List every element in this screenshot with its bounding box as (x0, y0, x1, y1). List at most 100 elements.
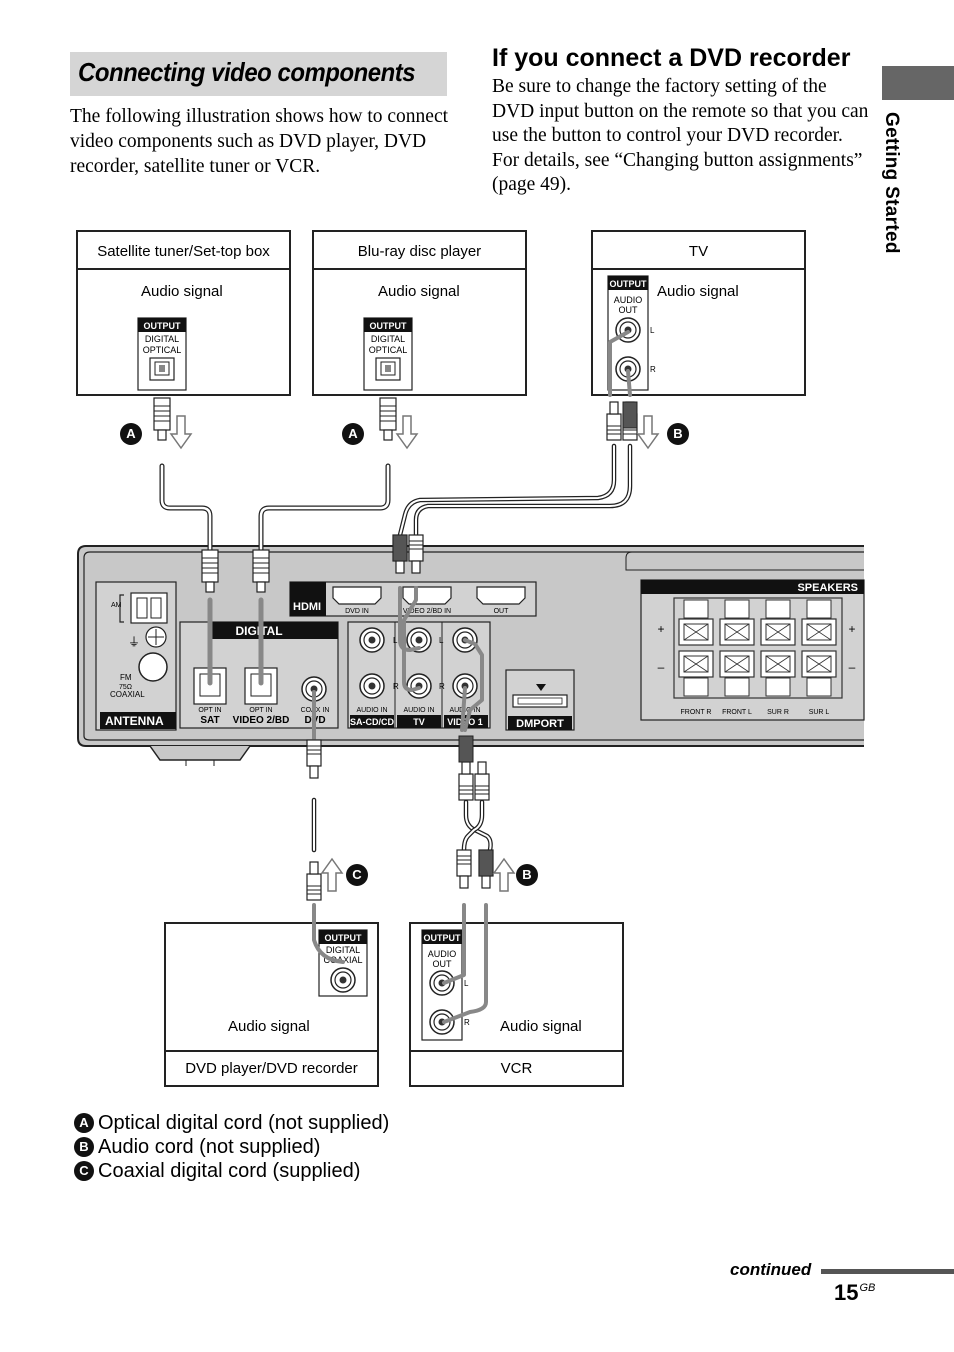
divider (166, 1050, 377, 1052)
sacd-input-label: SA-CD/CD (350, 717, 394, 727)
tv-audio-output: OUTPUT AUDIO OUT L R (607, 275, 656, 391)
legend-text: Coaxial digital cord (supplied) (98, 1160, 361, 1182)
cable-marker-a: A (342, 423, 364, 445)
tv-input-label: TV (413, 717, 425, 727)
divider (411, 1050, 622, 1052)
signal-label: Audio signal (228, 1018, 310, 1035)
svg-text:AUDIO: AUDIO (614, 295, 643, 305)
dvd-recorder-note: Be sure to change the factory setting of… (492, 76, 869, 195)
front-r-label: FRONT R (681, 709, 712, 716)
cable-marker-b: B (667, 423, 689, 445)
right-channel-label: R (439, 682, 445, 691)
signal-label: Audio signal (378, 283, 460, 300)
hdmi-label: HDMI (293, 601, 321, 613)
dmport-label: DMPORT (516, 718, 564, 730)
right-channel-label: R (393, 682, 399, 691)
front-l-label: FRONT L (722, 709, 752, 716)
plus-label: + (848, 622, 855, 636)
bluray-optical-output: OUTPUT DIGITAL OPTICAL (363, 317, 413, 391)
video2bd-input-label: VIDEO 2/BD (233, 715, 290, 726)
plus-label: + (657, 622, 664, 636)
hdmi-dvd-in-label: DVD IN (345, 608, 369, 615)
opt-in-label: OPT IN (249, 707, 272, 714)
signal-label: Audio signal (500, 1018, 582, 1035)
cable-marker-a: A (120, 423, 142, 445)
svg-text:OPTICAL: OPTICAL (369, 345, 408, 355)
fm-coaxial-label: COAXIAL (110, 690, 145, 699)
legend-marker: A (74, 1113, 94, 1133)
svg-text:R: R (464, 1018, 470, 1027)
sur-r-label: SUR R (767, 709, 789, 716)
vcr-audio-output: OUTPUT AUDIO OUT L R (421, 929, 470, 1041)
cable-plugs (153, 397, 638, 901)
cables (159, 330, 633, 1024)
bluray-player-box: Blu-ray disc player Audio signal (312, 230, 527, 396)
device-title: DVD player/DVD recorder (185, 1060, 358, 1077)
divider (314, 268, 525, 270)
minus-label: – (849, 660, 856, 674)
dvd-player-box: Audio signal DVD player/DVD recorder (164, 922, 379, 1087)
svg-text:OUTPUT: OUTPUT (370, 321, 408, 331)
side-tab-label: Getting Started (881, 112, 902, 254)
hdmi-out-label: OUT (494, 608, 510, 615)
svg-text:OUT: OUT (619, 305, 639, 315)
signal-label: Audio signal (141, 283, 223, 300)
antenna-label: ANTENNA (105, 714, 164, 728)
svg-text:R: R (650, 365, 656, 374)
dvd-recorder-heading: If you connect a DVD recorder (492, 44, 851, 72)
device-title: Satellite tuner/Set-top box (97, 243, 270, 260)
continued-bar (821, 1269, 954, 1274)
cable-marker-b: B (516, 864, 538, 886)
opt-in-label: OPT IN (198, 707, 221, 714)
svg-text:OUTPUT: OUTPUT (144, 321, 182, 331)
speakers-label: SPEAKERS (797, 582, 858, 594)
sur-l-label: SUR L (809, 709, 830, 716)
svg-text:DIGITAL: DIGITAL (145, 334, 179, 344)
fm-label: FM (120, 673, 132, 682)
section-heading: Connecting video components (70, 52, 447, 96)
page-number: 15GB (834, 1280, 875, 1306)
device-title: VCR (500, 1060, 533, 1077)
svg-text:OUTPUT: OUTPUT (424, 933, 462, 943)
legend-text: Audio cord (not supplied) (98, 1136, 321, 1158)
divider (78, 268, 289, 270)
svg-text:DIGITAL: DIGITAL (371, 334, 405, 344)
minus-label: – (658, 660, 665, 674)
svg-text:L: L (464, 979, 469, 988)
svg-text:DIGITAL: DIGITAL (326, 945, 360, 955)
divider (593, 268, 804, 270)
device-title: Blu-ray disc player (357, 243, 482, 260)
receiver-rear-panel: AM ⏚ FM 75Ω COAXIAL ANTENNA HDMI DVD IN … (77, 545, 865, 766)
legend-marker: B (74, 1137, 94, 1157)
page-number-value: 15 (834, 1280, 859, 1305)
intro-paragraph: The following illustration shows how to … (70, 106, 449, 177)
svg-text:⏚: ⏚ (128, 635, 140, 649)
fm-ohm-label: 75Ω (119, 684, 132, 691)
sat-input-label: SAT (200, 715, 219, 726)
cable-marker-c: C (346, 864, 368, 886)
svg-text:AUDIO: AUDIO (428, 949, 457, 959)
svg-text:OUTPUT: OUTPUT (325, 933, 363, 943)
legend-text: Optical digital cord (not supplied) (98, 1112, 390, 1134)
audio-in-label: AUDIO IN (356, 707, 387, 714)
left-channel-label: L (393, 636, 398, 645)
hdmi-video2-in-label: VIDEO 2/BD IN (403, 608, 451, 615)
audio-in-label: AUDIO IN (403, 707, 434, 714)
svg-text:L: L (650, 326, 655, 335)
satellite-optical-output: OUTPUT DIGITAL OPTICAL (137, 317, 187, 391)
page-suffix: GB (859, 1282, 876, 1294)
side-tab-marker (882, 66, 954, 100)
section-title: Connecting video components (78, 57, 416, 87)
signal-label: Audio signal (657, 283, 739, 300)
legend-marker: C (74, 1161, 94, 1181)
device-title: TV (688, 243, 709, 260)
left-channel-label: L (439, 636, 444, 645)
continued-label: continued (730, 1260, 812, 1279)
svg-text:OUTPUT: OUTPUT (610, 279, 648, 289)
svg-text:OPTICAL: OPTICAL (143, 345, 182, 355)
svg-text:OUT: OUT (433, 959, 453, 969)
